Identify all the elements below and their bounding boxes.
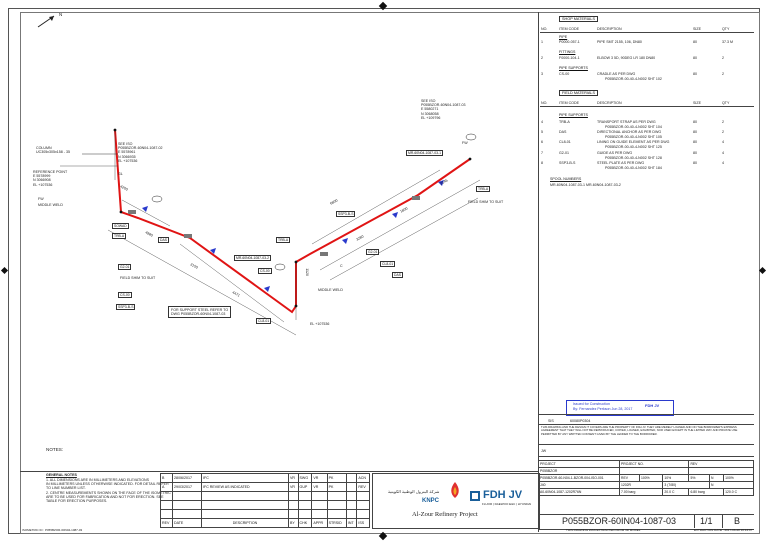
field-shim-label-2: FIELD SHIM TO SUIT bbox=[468, 200, 504, 204]
title-block-table: PROJECT PROJECT NO. REV P055BZOR P055BZO… bbox=[538, 460, 755, 496]
support-tag: CL8-01 bbox=[256, 318, 272, 324]
bom-row: 3 CS-00 CRADLE AS PER DWG 80 2 bbox=[541, 72, 724, 76]
el-bottom-label: EL +107536 bbox=[310, 322, 330, 326]
support-tag: DAS bbox=[158, 237, 169, 243]
extraction-date: EXTRACTION DATE : 2017-06-28 16:14:07 bbox=[694, 528, 753, 532]
general-notes-title: GENERAL NOTES bbox=[46, 473, 77, 477]
bom-col-desc: DESCRIPTION bbox=[597, 27, 622, 31]
support-tag: SSP3-B-S bbox=[116, 304, 136, 310]
fdh-subtitle: FLUOR | DAEWOO E&C | HYUNDAI bbox=[482, 502, 532, 506]
support-note: FOR SUPPORT STEEL REFER TO DWG P055BZOR-… bbox=[168, 306, 232, 319]
see-iso-right: SEE ISO P055BZOR-60N04-1087-03 E 5580271… bbox=[421, 99, 466, 120]
support-tag: SSP3-B-S bbox=[336, 211, 356, 217]
north-arrow-icon bbox=[37, 15, 55, 28]
support-tag: TRB-A bbox=[112, 233, 127, 239]
sheet-number: 1/1 bbox=[700, 516, 713, 526]
spool-numbers: MR-60N04-1087-03-1 MR-60N04-1087-03-2 bbox=[550, 183, 621, 187]
fdh-logo-icon bbox=[470, 491, 480, 501]
bom-row: 2 F0000-104-1 ELBOW 3 5D, 90DEG LR 180 D… bbox=[541, 56, 724, 60]
margin-marker-left bbox=[0, 266, 9, 275]
pipe-supports-section: PIPE SUPPORTS bbox=[559, 66, 588, 70]
bom-col-no: NO. bbox=[541, 27, 548, 31]
area-code: JW bbox=[541, 449, 547, 453]
middle-weld-label-2: MIDDLE WELD bbox=[318, 288, 343, 292]
knpc-text: KNPC bbox=[422, 498, 440, 504]
bom-col-size: SIZE bbox=[693, 27, 701, 31]
support-tag: G2-01 bbox=[366, 249, 380, 255]
see-iso-left: SEE ISO P055BZOR-60N04-1087-02 E 5578961… bbox=[118, 142, 163, 163]
revision-table: B 28/06/2017 IFC VR SWG VR PK ACN A 29/0… bbox=[160, 473, 370, 528]
title-row1-b: 60080P0304 bbox=[570, 419, 591, 423]
middle-weld-label-1: MIDDLE WELD bbox=[38, 203, 63, 207]
revision-row: B 28/06/2017 IFC VR SWG VR PK ACN bbox=[160, 473, 370, 483]
fdh-logo-text: FDH JV bbox=[483, 489, 523, 501]
support-tag: CL8-01 bbox=[380, 261, 396, 267]
revision-header-row: REV DATE DESCRIPTION BY CHK APPR STRSID … bbox=[160, 518, 370, 528]
bom-col-code: ITEM CODE bbox=[559, 27, 579, 31]
notes-label: NOTES: bbox=[46, 447, 64, 452]
title-row1-a: SIS bbox=[548, 419, 554, 423]
dim-9: 1120 bbox=[304, 268, 309, 276]
spool-numbers-header: SPOOL NUMBERS bbox=[550, 177, 582, 181]
margin-marker-right bbox=[758, 266, 767, 275]
fittings-section: FITTINGS bbox=[559, 50, 576, 54]
c-label: C bbox=[340, 264, 343, 268]
support-tag: TRB-A bbox=[276, 237, 291, 243]
revision-row: A 29/03/2017 IFC REVIEW AS INDICATED VR … bbox=[160, 482, 370, 492]
knpc-logo-icon bbox=[451, 482, 459, 498]
support-tag: CS-00 bbox=[118, 292, 132, 298]
pipe-run bbox=[114, 129, 471, 314]
support-tag: G2-01 bbox=[118, 264, 132, 270]
title-block bbox=[538, 414, 754, 533]
column-label: COLUMN UC305x305x158 - 35 bbox=[36, 146, 70, 155]
field-materials-header: FIELD MATERIALS bbox=[559, 90, 599, 96]
support-tag: DAS bbox=[392, 272, 403, 278]
support-tag: CS-00 bbox=[258, 268, 272, 274]
bom-col-qty: QTY bbox=[722, 27, 730, 31]
bom-row: 1 P0000-057-1 PIPE SMT 2155, 106, DN80 8… bbox=[541, 40, 733, 44]
spool-tag-mid: MR-60N04-1087-03-2 bbox=[234, 255, 271, 261]
support-tag: SOWAD bbox=[112, 223, 129, 229]
bom-divider bbox=[538, 12, 539, 532]
reference-point: REFERENCE POINT E 5578999 N 3066908 EL +… bbox=[33, 170, 68, 187]
revision-letter: B bbox=[734, 516, 741, 526]
disclaimer: THIS DRAWING AND THE DESIGN IT COVERS AR… bbox=[541, 425, 738, 436]
ifc-stamp: Issued for Construction By: Fernandez Pe… bbox=[566, 400, 674, 416]
knpc-arabic: شركة البترول الوطنية الكويتية bbox=[388, 489, 440, 494]
support-tag: TRB-A bbox=[476, 186, 491, 192]
inner-border bbox=[20, 12, 760, 534]
drawing-number: P055BZOR-60IN04-1087-03 bbox=[562, 516, 677, 526]
general-notes: 1. ALL DIMENSIONS ARE IN MILLIMETERS AND… bbox=[46, 478, 171, 504]
north-label: N bbox=[59, 12, 63, 17]
project-name: Al-Zour Refinery Project bbox=[412, 511, 478, 518]
spool-tag-left: MR-60N04-1087-03-1 bbox=[406, 150, 443, 156]
pipe-section: PIPE bbox=[559, 35, 568, 39]
shop-materials-header: SHOP MATERIALS bbox=[559, 16, 598, 22]
fw-right-label: FW bbox=[462, 141, 468, 145]
extraction-note: THIS DRAWING WAS EXTRACTED FROM 3D MODEL bbox=[566, 528, 641, 532]
gl-label: GL bbox=[118, 172, 123, 176]
isometric-id: ISOMETRIC ID : P055BZOR-60N04-1087-03 bbox=[22, 528, 83, 532]
field-weld-label: FW bbox=[38, 197, 44, 201]
field-shim-label-1: FIELD SHIM TO SUIT bbox=[120, 276, 156, 280]
isometric-drawing bbox=[60, 128, 481, 336]
logo-panel bbox=[372, 473, 540, 529]
